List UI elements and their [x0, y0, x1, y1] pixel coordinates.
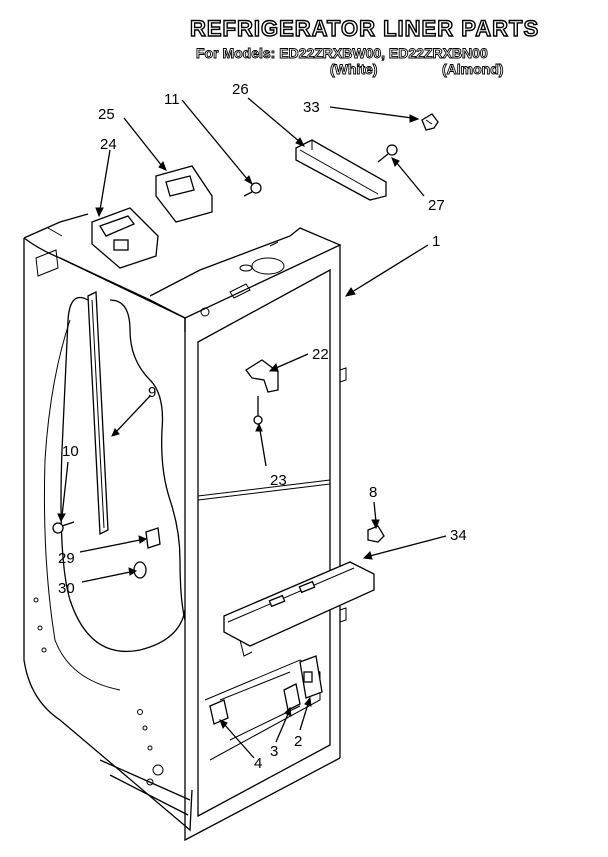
callout-24: 24: [100, 136, 117, 153]
part-26-channel: [295, 139, 387, 201]
callout-9: 9: [148, 384, 156, 401]
part-2-bracket: [299, 655, 323, 699]
part-29-socket: [145, 527, 161, 549]
part-11-screw: [243, 182, 262, 197]
part-10-screw: [52, 521, 75, 534]
callout-2: 2: [294, 733, 302, 750]
callout-10: 10: [62, 443, 79, 460]
part-23-screw: [253, 396, 263, 425]
finish-white-label: (White): [330, 61, 378, 78]
callout-27: 27: [428, 197, 445, 214]
callout-29: 29: [58, 550, 75, 567]
callout-labels: 33 26 11 25 24 27 1 22 23 9 10 29 30 8 3…: [58, 81, 467, 772]
part-4-bracket: [209, 699, 229, 725]
callout-8: 8: [369, 484, 377, 501]
callout-34: 34: [450, 527, 467, 544]
part-3-bracket: [283, 683, 301, 711]
callout-33: 30: [58, 580, 75, 597]
callout-23: 23: [270, 472, 287, 489]
part-30-clip: [421, 113, 439, 131]
part-25-bracket: [155, 165, 213, 223]
callout-11: 11: [164, 91, 180, 108]
diagram-title: REFRIGERATOR LINER PARTS: [189, 15, 540, 41]
callout-1: 1: [432, 233, 440, 250]
part-33-bulb: [133, 561, 147, 579]
leader-lines: [57, 97, 447, 759]
liner-cabinet: [23, 213, 347, 842]
part-22-bracket: [245, 359, 279, 393]
part-34-support: [223, 561, 375, 657]
part-27-screw: [377, 144, 398, 163]
finish-almond-label: (Almond): [442, 61, 504, 78]
callout-22: 22: [312, 346, 329, 363]
callout-26: 26: [232, 81, 249, 98]
callout-25: 25: [98, 106, 115, 123]
callout-30: 33: [303, 99, 320, 116]
callout-3: 3: [270, 743, 278, 760]
model-numbers: For Models: ED22ZRXBW00, ED22ZRXBN00: [196, 45, 489, 62]
part-24-housing: [91, 207, 159, 269]
callout-4: 4: [254, 755, 262, 772]
